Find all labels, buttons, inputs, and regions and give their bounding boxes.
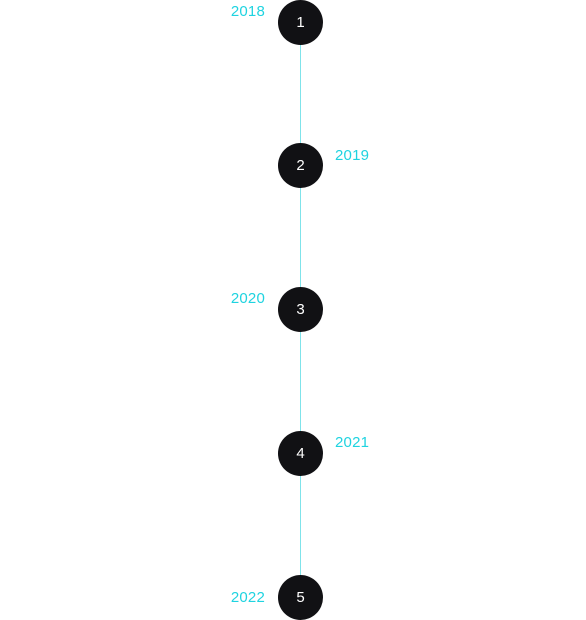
timeline-year-label: 2020 [230, 290, 265, 307]
timeline-year-label: 2021 [335, 434, 370, 451]
timeline-step-1[interactable]: 1 [278, 0, 323, 45]
timeline-step-5[interactable]: 5 [278, 575, 323, 620]
timeline-year-label: 2019 [335, 147, 370, 164]
timeline-step-4[interactable]: 4 [278, 431, 323, 476]
timeline-year-label: 2022 [230, 589, 265, 606]
timeline-year-label: 2018 [230, 3, 265, 20]
timeline-step-2[interactable]: 2 [278, 143, 323, 188]
timeline-step-3[interactable]: 3 [278, 287, 323, 332]
